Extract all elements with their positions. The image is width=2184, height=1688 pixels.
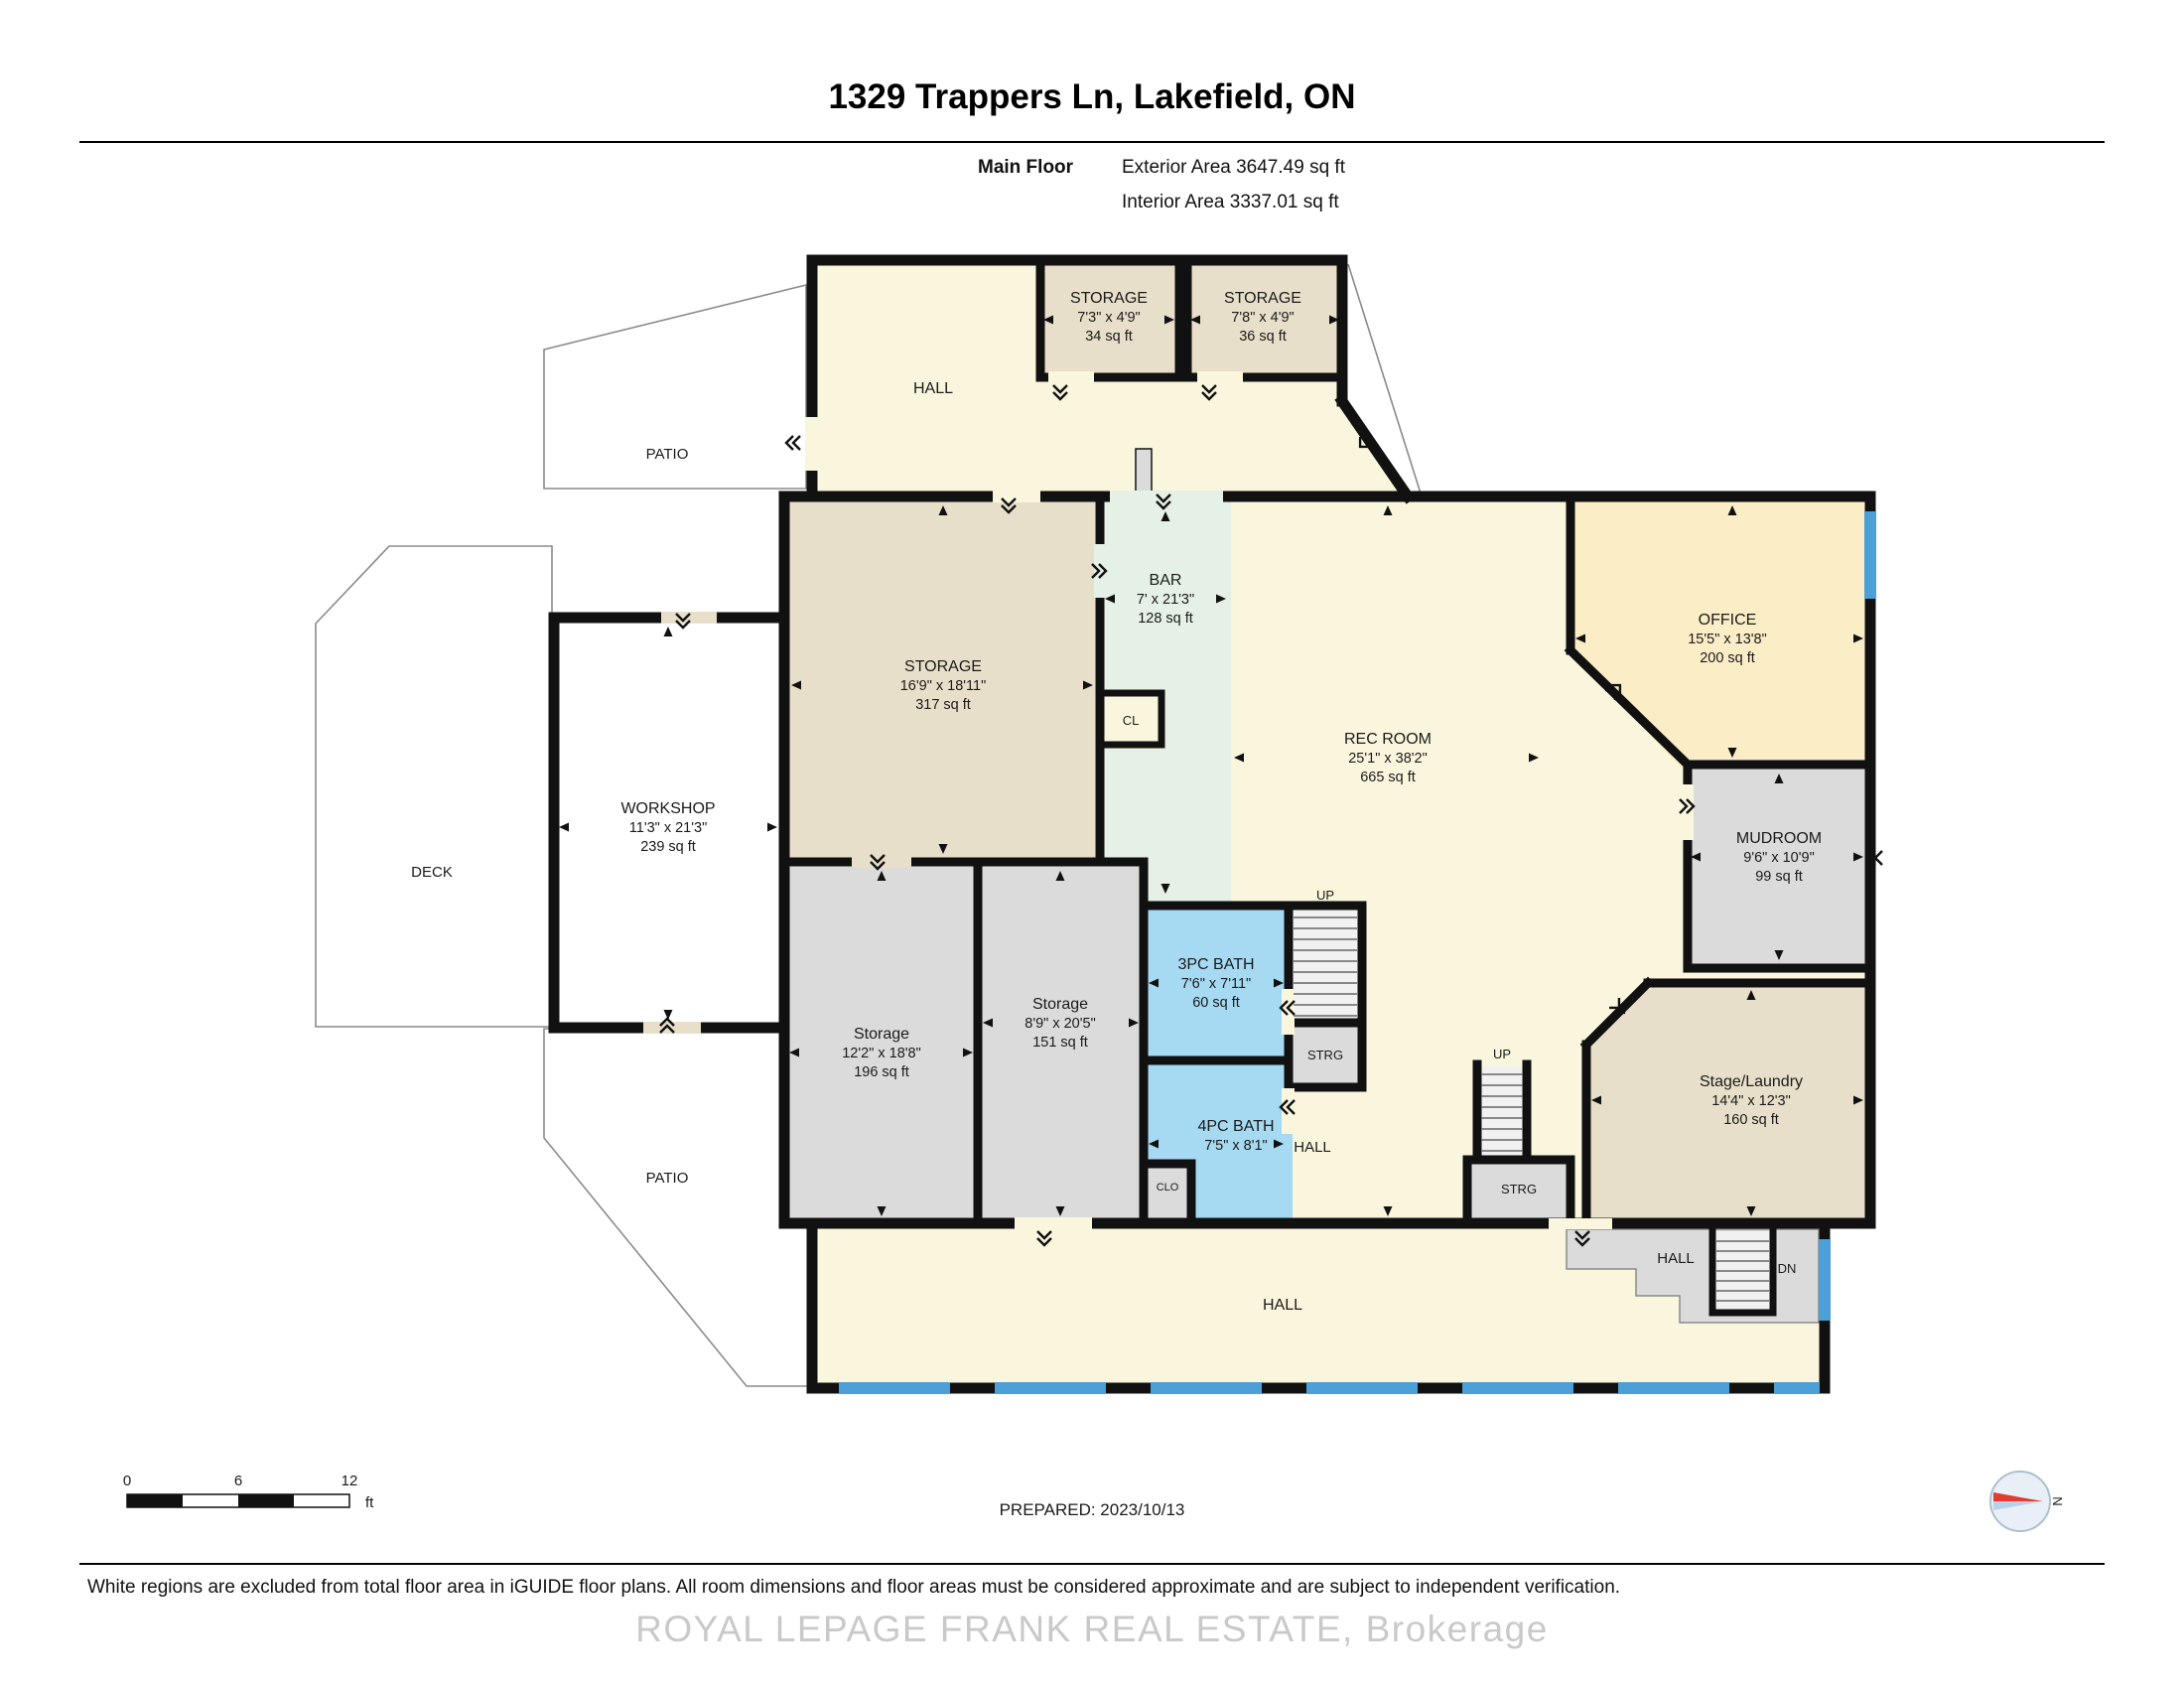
hall-br-label: HALL — [1657, 1250, 1695, 1267]
storage-a-area: 34 sq ft — [1085, 329, 1133, 345]
clo-label: CLO — [1157, 1182, 1179, 1194]
workshop-area: 239 sq ft — [640, 839, 696, 855]
stage-laundry-dims: 14'4" x 12'3" — [1711, 1093, 1791, 1109]
storage-main-name: STORAGE — [904, 658, 982, 675]
stage-laundry-name: Stage/Laundry — [1700, 1073, 1803, 1090]
page-title: 1329 Trappers Ln, Lakefield, ON — [828, 77, 1356, 116]
footer-divider — [79, 1563, 2105, 1565]
scale-label-6: 6 — [234, 1473, 242, 1489]
bar-area: 128 sq ft — [1138, 611, 1193, 627]
brokerage-watermark: ROYAL LEPAGE FRANK REAL ESTATE, Brokerag… — [635, 1609, 1549, 1649]
compass-north-label: N — [2050, 1496, 2065, 1505]
exterior-outlines — [315, 263, 1423, 1387]
storage-d-name: Storage — [1032, 996, 1088, 1013]
cl-label: CL — [1123, 713, 1140, 728]
scale-label-0: 0 — [123, 1473, 131, 1489]
bath3-dims: 7'6" x 7'11" — [1181, 976, 1251, 992]
title-divider — [79, 141, 2105, 143]
bath3-area: 60 sq ft — [1192, 995, 1240, 1011]
bar-name: BAR — [1150, 572, 1182, 589]
stair-treads — [1294, 916, 1769, 1302]
mudroom-dims: 9'6" x 10'9" — [1743, 850, 1814, 866]
room-fills — [779, 255, 1875, 1393]
deck-label: DECK — [411, 864, 453, 881]
floor-label: Main Floor — [978, 157, 1074, 178]
bar-dims: 7' x 21'3" — [1137, 592, 1194, 608]
strg1-label: STRG — [1307, 1048, 1343, 1062]
patio-top-label: PATIO — [646, 446, 689, 463]
storage-d-area: 151 sq ft — [1032, 1035, 1088, 1051]
bath4-dims: 7'5" x 8'1" — [1204, 1138, 1267, 1154]
scale-bar: 0 6 12 ft — [123, 1473, 374, 1511]
storage-main-area: 317 sq ft — [915, 697, 971, 713]
patio-bottom-label: PATIO — [646, 1170, 689, 1187]
storage-a-dims: 7'3" x 4'9" — [1077, 310, 1140, 326]
workshop-name: WORKSHOP — [620, 800, 715, 817]
walls-small — [1096, 689, 1777, 1317]
office-area: 200 sq ft — [1700, 650, 1755, 666]
storage-c-dims: 12'2" x 18'8" — [842, 1046, 921, 1061]
disclaimer-text: White regions are excluded from total fl… — [87, 1577, 1621, 1598]
compass-needle-tail-icon — [1993, 1501, 2043, 1510]
rec-room-name: REC ROOM — [1344, 731, 1432, 748]
compass-needle-icon — [1993, 1492, 2043, 1501]
compass: N — [1989, 1471, 2065, 1532]
storage-a-name: STORAGE — [1070, 290, 1148, 307]
dn-label: DN — [1778, 1261, 1797, 1276]
storage-b-dims: 7'8" x 4'9" — [1231, 310, 1294, 326]
mudroom-name: MUDROOM — [1736, 830, 1822, 847]
bath4-name: 4PC BATH — [1197, 1118, 1274, 1135]
bath3-name: 3PC BATH — [1177, 956, 1254, 973]
storage-b-area: 36 sq ft — [1239, 329, 1287, 345]
workshop-dims: 11'3" x 21'3" — [629, 820, 707, 836]
windows — [839, 511, 1876, 1394]
storage-c-name: Storage — [854, 1026, 909, 1043]
storage-main-dims: 16'9" x 18'11" — [900, 678, 987, 694]
prepared-date: PREPARED: 2023/10/13 — [1000, 1500, 1185, 1519]
up2-label: UP — [1493, 1047, 1511, 1061]
storage-b-name: STORAGE — [1224, 290, 1301, 307]
hall-mid-label: HALL — [1294, 1139, 1331, 1156]
mudroom-area: 99 sq ft — [1755, 869, 1803, 885]
office-name: OFFICE — [1699, 612, 1757, 629]
storage-c-area: 196 sq ft — [854, 1064, 909, 1080]
scale-label-12: 12 — [341, 1473, 358, 1489]
up1-label: UP — [1316, 888, 1334, 903]
interior-area: Interior Area 3337.01 sq ft — [1122, 192, 1339, 212]
rec-room-dims: 25'1" x 38'2" — [1348, 751, 1428, 767]
storage-d-dims: 8'9" x 20'5" — [1024, 1016, 1095, 1032]
exterior-area: Exterior Area 3647.49 sq ft — [1122, 157, 1345, 178]
hall-bottom-label: HALL — [1263, 1297, 1302, 1314]
stage-laundry-area: 160 sq ft — [1723, 1112, 1779, 1128]
strg2-label: STRG — [1501, 1182, 1537, 1196]
scale-unit-label: ft — [365, 1494, 374, 1511]
rec-room-area: 665 sq ft — [1360, 770, 1416, 785]
hall-top-label: HALL — [913, 380, 953, 397]
office-dims: 15'5" x 13'8" — [1688, 632, 1767, 647]
room-labels: STORAGE 7'3" x 4'9" 34 sq ft STORAGE 7'8… — [411, 290, 1822, 1314]
